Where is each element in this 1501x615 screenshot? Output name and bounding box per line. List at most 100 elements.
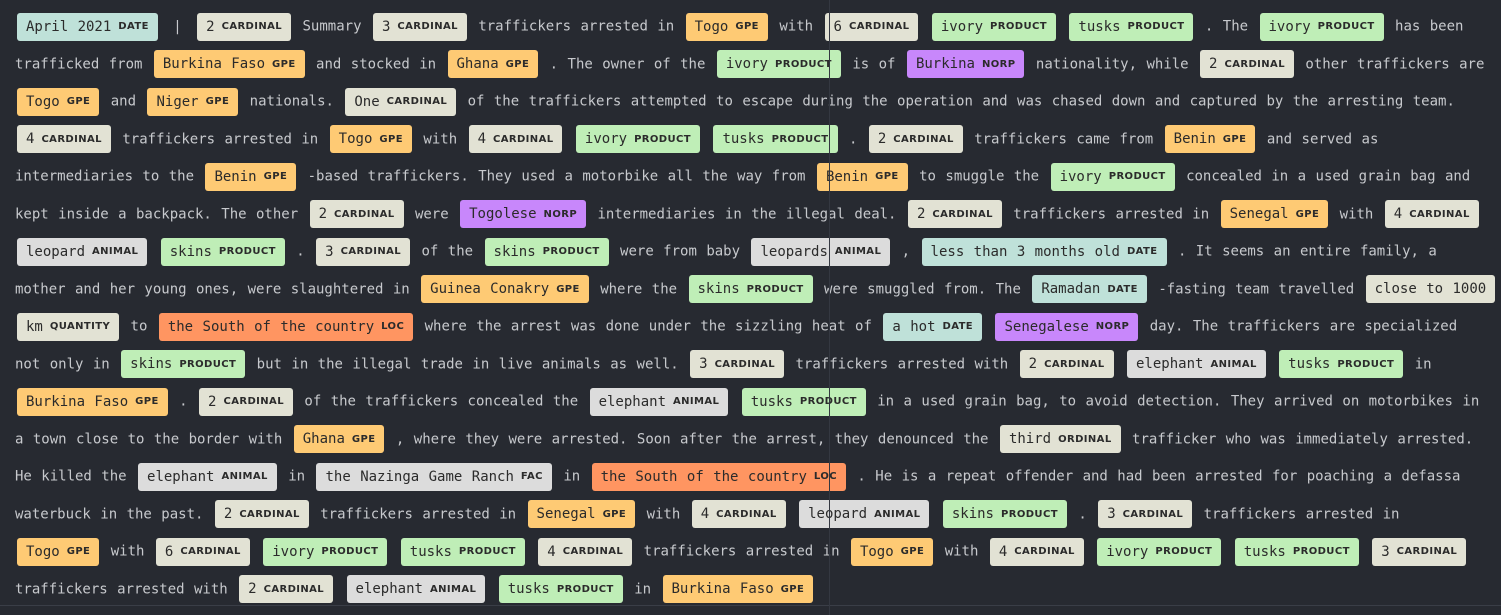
entity-label: CARDINAL [1122,508,1184,520]
plain-text: in [288,468,306,485]
entity-text: tusks [722,131,765,147]
entity-label: CARDINAL [562,546,624,557]
entity-text: 4 [700,506,710,522]
entity-label: ANIMAL [92,246,139,257]
entity-text: ivory [1106,543,1149,560]
entity-text: Senegal [1229,206,1289,222]
entity-label: ANIMAL [221,471,268,482]
entity-text: Guinea Conakry [430,281,550,297]
entity-text: 3 [699,356,708,372]
plain-text: to [130,318,148,335]
entity-label: PRODUCT [542,246,600,257]
plain-text: with [110,543,145,560]
entity-text: Benin [825,168,869,185]
entity-label: PRODUCT [1155,546,1213,557]
entity-animal: leopard ANIMAL [17,237,148,266]
entity-text: 2 [1028,356,1038,372]
plain-text: , where they were arrested. Soon after t… [395,431,989,447]
entity-gpe: Benin GPE [1164,125,1256,153]
entity-label: GPE [66,546,91,557]
entity-label: GPE [135,396,159,407]
plain-text: . [179,393,188,410]
plain-text: were smuggled from. The [824,281,1021,297]
entity-text: Niger [156,93,199,110]
entity-gpe: Benin GPE [205,162,297,191]
plain-text: where the arrest was done under the sizz… [424,318,872,335]
plain-text: to smuggle the [919,168,1040,185]
entity-text: leopard [26,243,86,260]
entity-label: CARDINAL [397,21,458,32]
entity-label: LOC [813,471,837,482]
entity-label: PRODUCT [1127,21,1185,32]
entity-text: skins [951,506,994,522]
entity-label: GPE [263,171,288,182]
entity-label: PRODUCT [990,21,1047,32]
entity-label: PRODUCT [1001,508,1058,520]
entity-label: GPE [505,58,530,70]
entity-text: Senegal [536,506,596,522]
entity-text: elephant [355,581,423,597]
entity-text: Benin [214,168,257,185]
plain-text: of the traffickers attempted to escape d… [467,93,1455,110]
entity-text: 3 [1381,543,1390,560]
entity-label: ANIMAL [1210,358,1257,370]
entity-label: LOC [381,321,405,332]
plain-text: with [779,18,814,35]
entity-label: GPE [272,58,296,70]
entity-label: CARDINAL [848,21,910,32]
entity-text: 2 [1209,56,1218,72]
plain-text: intermediaries in the illegal deal. [597,206,897,222]
entity-label: NORP [1095,321,1130,332]
entity-label: GPE [1222,133,1247,145]
entity-label: PRODUCT [458,546,516,557]
plain-text: . [1078,506,1087,522]
plain-text: traffickers arrested with [15,581,228,597]
entity-product: ivory PRODUCT [1097,537,1222,566]
entity-label: NORP [543,208,578,220]
entity-label: PRODUCT [321,546,379,557]
entity-label: PRODUCT [1317,21,1375,32]
entity-label: CARDINAL [386,96,448,107]
entity-text: Burkina Faso [671,581,774,597]
entity-text: Benin [1173,131,1216,147]
entity-label: CARDINAL [1224,58,1285,70]
entity-label: PRODUCT [179,358,237,370]
plain-text: is of [852,56,896,72]
entity-label: CARDINAL [180,546,241,557]
entity-text: Togo [26,543,60,560]
entity-label: ANIMAL [429,583,477,595]
entity-text: 2 [206,18,215,35]
entity-text: skins [169,243,212,260]
entity-label: PRODUCT [1337,358,1395,370]
plain-text: traffickers arrested in [643,543,840,560]
entity-text: 2 [208,393,217,410]
plain-text: in [563,468,581,485]
entity-text: tusks [507,581,550,597]
entity-text: a hot [892,318,936,335]
entity-text: tusks [1243,543,1286,560]
plain-text: in a used grain bag, to avoid detection.… [15,393,1480,448]
entity-text: ivory [1059,168,1102,185]
plain-text: concealed in a used grain bag and kept i… [15,168,1471,223]
entity-label: GPE [780,583,805,595]
separator: | [173,18,182,35]
